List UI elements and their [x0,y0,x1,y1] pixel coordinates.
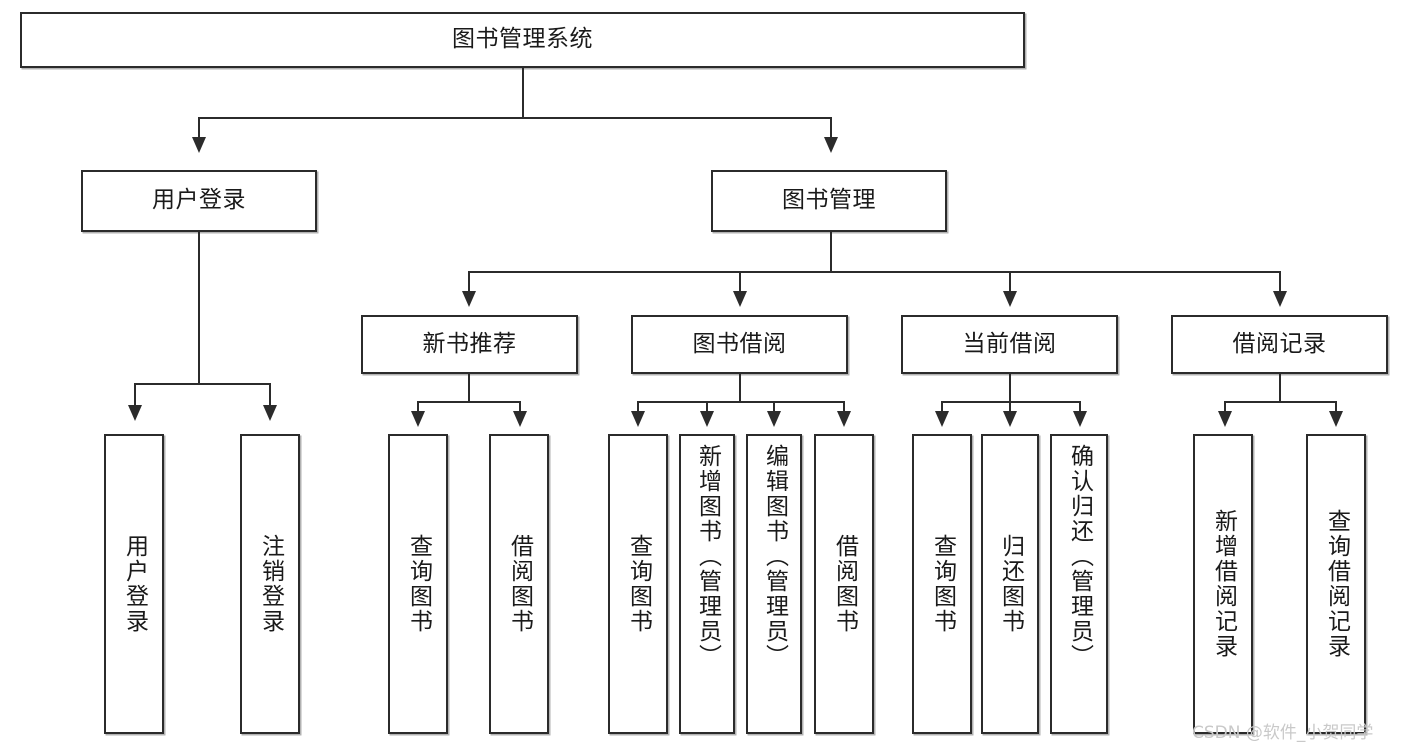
arrow-to-leaf-add-book [700,411,714,427]
connector-bookmgmt-bus [468,271,1281,273]
node-label: 借阅图书 [831,534,858,634]
arrow-to-new-book-recommend [462,291,476,307]
connector-root-bus [198,117,832,119]
node-label: 确认归还（管理员） [1066,444,1093,669]
node-label: 当前借阅 [962,330,1057,357]
connector-root-stem [522,68,524,118]
node-leaf-query-book-2[interactable]: 查询图书 [608,434,668,734]
connector-bookborrow-drop-3 [773,401,775,413]
connector-bookborrow-drop-2 [706,401,708,413]
arrow-to-leaf-query-book-3 [935,411,949,427]
arrow-to-leaf-edit-book [767,411,781,427]
connector-bookborrow-drop-1 [637,401,639,413]
node-leaf-confirm-return[interactable]: 确认归还（管理员） [1050,434,1108,734]
node-label: 新书推荐 [422,330,517,357]
arrow-to-leaf-query-book-2 [631,411,645,427]
csdn-watermark: CSDN @软件_小贺同学 [1192,723,1374,743]
connector-currentborrow-drop-2 [1009,401,1011,413]
node-root-system[interactable]: 图书管理系统 [20,12,1025,68]
node-label: 图书借阅 [692,330,787,357]
connector-currentborrow-drop-3 [1079,401,1081,413]
connector-borrowrecord-drop-1 [1224,401,1226,413]
connector-root-drop-left [198,117,200,139]
connector-borrowrecord-drop-2 [1335,401,1337,413]
node-label: 图书管理系统 [452,26,593,53]
connector-bookmgmt-drop-2 [739,271,741,293]
arrow-to-leaf-user-login [128,405,142,421]
node-leaf-borrow-book-1[interactable]: 借阅图书 [489,434,549,734]
node-leaf-add-record[interactable]: 新增借阅记录 [1193,434,1253,734]
node-leaf-query-record[interactable]: 查询借阅记录 [1306,434,1366,734]
arrow-to-book-management [824,137,838,153]
arrow-to-user-login [192,137,206,153]
node-leaf-borrow-book-2[interactable]: 借阅图书 [814,434,874,734]
connector-bookmgmt-drop-3 [1009,271,1011,293]
connector-bookmgmt-drop-1 [468,271,470,293]
node-label: 编辑图书（管理员） [761,444,788,669]
connector-currentborrow-bus [941,401,1081,403]
node-label: 借阅记录 [1232,330,1327,357]
node-leaf-add-book[interactable]: 新增图书（管理员） [679,434,735,734]
connector-userlogin-bus [134,383,270,385]
node-label: 用户登录 [152,187,246,214]
arrow-to-leaf-add-record [1218,411,1232,427]
node-leaf-logout[interactable]: 注销登录 [240,434,300,734]
node-label: 新增图书（管理员） [694,444,721,669]
arrow-to-leaf-query-book-1 [411,411,425,427]
connector-bookmgmt-stem [830,232,832,272]
connector-currentborrow-drop-1 [941,401,943,413]
node-borrow-record[interactable]: 借阅记录 [1171,315,1388,374]
node-label: 借阅图书 [506,534,533,634]
arrow-to-leaf-confirm-return [1073,411,1087,427]
arrow-to-borrow-record [1273,291,1287,307]
node-label: 注销登录 [257,534,284,634]
node-new-book-recommend[interactable]: 新书推荐 [361,315,578,374]
node-leaf-user-login[interactable]: 用户登录 [104,434,164,734]
node-label: 查询借阅记录 [1323,509,1350,659]
arrow-to-leaf-borrow-book-2 [837,411,851,427]
node-leaf-query-book-3[interactable]: 查询图书 [912,434,972,734]
connector-currentborrow-stem [1009,374,1011,402]
connector-bookborrow-stem [739,374,741,402]
arrow-to-leaf-borrow-book-1 [513,411,527,427]
connector-newbook-bus [417,401,521,403]
connector-borrowrecord-stem [1279,374,1281,402]
node-label: 归还图书 [997,534,1024,634]
node-user-login[interactable]: 用户登录 [81,170,317,232]
node-label: 查询图书 [625,534,652,634]
connector-userlogin-drop-1 [134,383,136,407]
node-book-management[interactable]: 图书管理 [711,170,947,232]
arrow-to-leaf-return-book [1003,411,1017,427]
node-book-borrow[interactable]: 图书借阅 [631,315,848,374]
connector-bookborrow-bus [637,401,845,403]
node-leaf-return-book[interactable]: 归还图书 [981,434,1039,734]
node-label: 查询图书 [405,534,432,634]
arrow-to-leaf-query-record [1329,411,1343,427]
node-label: 用户登录 [121,534,148,634]
connector-bookmgmt-drop-4 [1279,271,1281,293]
arrow-to-current-borrow [1003,291,1017,307]
node-leaf-query-book-1[interactable]: 查询图书 [388,434,448,734]
connector-borrowrecord-bus [1224,401,1337,403]
node-leaf-edit-book[interactable]: 编辑图书（管理员） [746,434,802,734]
connector-root-drop-right [830,117,832,139]
node-label: 查询图书 [929,534,956,634]
connector-newbook-drop-1 [417,401,419,413]
connector-newbook-stem [468,374,470,402]
connector-userlogin-stem [198,232,200,384]
connector-bookborrow-drop-4 [843,401,845,413]
node-current-borrow[interactable]: 当前借阅 [901,315,1118,374]
connector-newbook-drop-2 [519,401,521,413]
node-label: 新增借阅记录 [1210,509,1237,659]
connector-userlogin-drop-2 [269,383,271,407]
arrow-to-book-borrow [733,291,747,307]
node-label: 图书管理 [782,187,876,214]
arrow-to-leaf-logout [263,405,277,421]
